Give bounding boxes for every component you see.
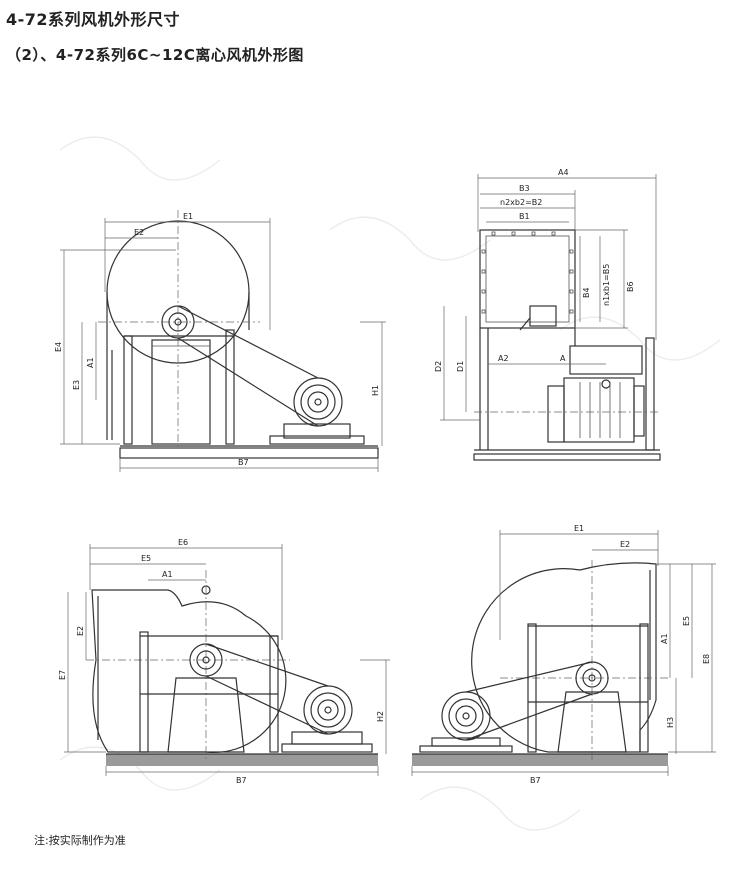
side-label-b2: n2xb2=B2 bbox=[500, 198, 542, 207]
front-label-b7: B7 bbox=[238, 458, 249, 467]
left-label-e6: E6 bbox=[178, 538, 188, 547]
page-subtitle: （2）、4-72系列6C~12C离心风机外形图 bbox=[6, 46, 304, 64]
watermark bbox=[59, 136, 721, 831]
right-housing bbox=[471, 562, 657, 753]
right-label-h3: H3 bbox=[666, 717, 675, 728]
side-label-a4: A4 bbox=[558, 168, 569, 177]
left-pedestal bbox=[167, 677, 245, 753]
left-label-e7: E7 bbox=[58, 670, 67, 680]
left-rotation-view bbox=[64, 544, 390, 776]
front-label-a1: A1 bbox=[86, 357, 95, 368]
side-label-a3: A bbox=[560, 354, 566, 363]
side-label-d1: D1 bbox=[456, 361, 465, 372]
front-label-e1: E1 bbox=[183, 212, 193, 221]
side-outlet bbox=[479, 229, 576, 329]
side-label-b4: B4 bbox=[582, 287, 591, 298]
front-pedestal bbox=[151, 339, 211, 445]
left-label-e5: E5 bbox=[141, 554, 151, 563]
right-label-e2: E2 bbox=[620, 540, 630, 549]
front-label-e4: E4 bbox=[54, 342, 63, 352]
right-label-e5: E5 bbox=[682, 616, 691, 626]
side-motor bbox=[563, 377, 635, 443]
left-label-b7: B7 bbox=[236, 776, 247, 785]
left-label-a1: A1 bbox=[162, 570, 173, 579]
left-label-h2: H2 bbox=[376, 711, 385, 722]
side-view bbox=[440, 174, 661, 461]
left-base bbox=[106, 754, 378, 766]
right-label-b7: B7 bbox=[530, 776, 541, 785]
page-title: 4-72系列风机外形尺寸 bbox=[6, 10, 181, 29]
side-label-b5: n1xb1=B5 bbox=[602, 264, 611, 306]
side-label-b3: B3 bbox=[519, 184, 530, 193]
side-label-d2: D2 bbox=[434, 361, 443, 372]
side-base bbox=[473, 453, 661, 461]
side-bearing bbox=[569, 345, 643, 375]
right-label-e1: E1 bbox=[574, 524, 584, 533]
side-motor-end bbox=[547, 385, 565, 443]
side-label-b1: B1 bbox=[519, 212, 530, 221]
front-base bbox=[119, 447, 379, 459]
right-label-e8: E8 bbox=[702, 654, 711, 664]
right-base bbox=[412, 754, 668, 766]
footer-note: 注:按实际制作为准 bbox=[34, 834, 126, 847]
side-label-a2: A2 bbox=[498, 354, 509, 363]
left-housing bbox=[91, 589, 287, 754]
front-label-e2: E2 bbox=[134, 228, 144, 237]
front-view bbox=[60, 210, 386, 472]
side-label-b6: B6 bbox=[626, 281, 635, 292]
left-label-e2: E2 bbox=[76, 626, 85, 636]
front-label-e3: E3 bbox=[72, 380, 81, 390]
right-rotation-view bbox=[411, 530, 716, 776]
front-label-h1: H1 bbox=[371, 385, 380, 396]
right-label-a1: A1 bbox=[660, 633, 669, 644]
